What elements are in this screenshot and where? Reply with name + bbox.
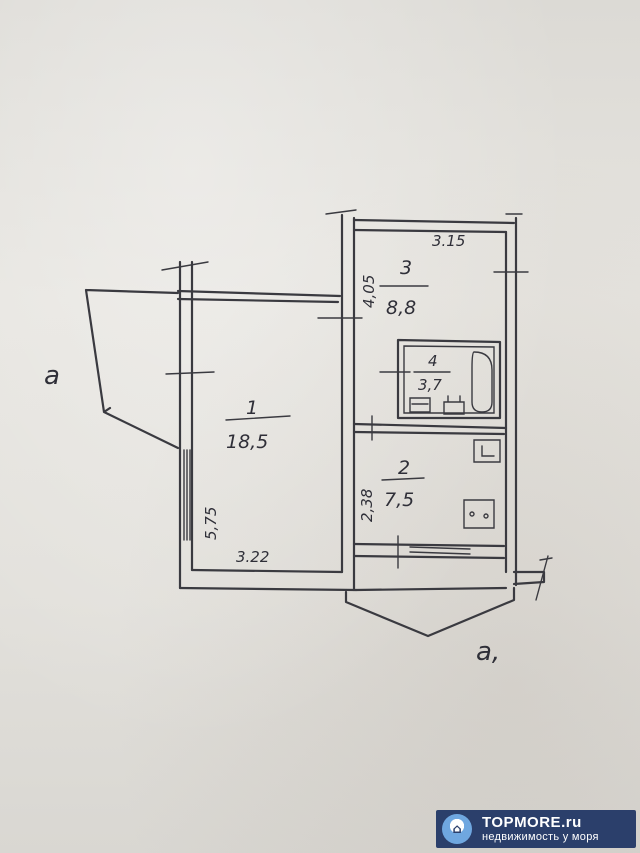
room2-number: 2: [398, 457, 410, 479]
dim-room3-width: 3.15: [432, 232, 465, 250]
tick-right: [379, 271, 529, 373]
stove-icon: [463, 499, 495, 529]
room3-number: 3: [400, 257, 412, 279]
room1-bottom-wall: [178, 568, 358, 592]
toilet-icon: [443, 395, 465, 415]
room3-top-wall: [352, 218, 516, 234]
right-stub-wall: [512, 570, 546, 586]
window-left: [183, 449, 191, 541]
room1-number: 1: [246, 397, 258, 419]
loggia-label: a,: [476, 637, 500, 667]
room1-fraction-line: [225, 415, 291, 421]
room2-fraction-line: [381, 477, 425, 481]
watermark-tagline: недвижимость у моря: [482, 831, 599, 844]
dim-room1-length: 5,75: [202, 507, 220, 540]
dim-room1-width: 3.22: [236, 548, 269, 566]
bathroom-inner: [403, 345, 495, 414]
dimension-labels: 3.22 5,75 3.15 4,05 2,38 a a,: [44, 232, 500, 667]
loggia-top-wall: [354, 586, 508, 592]
tick-left: [161, 261, 215, 375]
room1-left-wall: [178, 260, 194, 590]
right-wall: [504, 216, 518, 587]
partition-wall: [340, 213, 356, 592]
walls: [84, 213, 553, 638]
room1-top-wall: [176, 289, 342, 304]
window-kitchen: [409, 546, 471, 555]
dim-room2-length: 2,38: [358, 489, 376, 522]
room4-number: 4: [428, 352, 438, 370]
tick-mid: [317, 209, 363, 319]
fridge-icon: [473, 439, 501, 463]
room2-area: 7,5: [384, 489, 414, 511]
stove-burner-icon: [483, 513, 489, 519]
axis-ticks: [161, 209, 529, 569]
bathroom-outline: [396, 338, 502, 420]
kitchen-bottom-wall: [352, 542, 506, 560]
dim-room3-length: 4,05: [360, 275, 378, 308]
room3-area: 8,8: [386, 297, 416, 319]
balcony-label: a: [44, 361, 60, 391]
balcony-outline: [84, 288, 180, 450]
house-icon: ⌂: [442, 814, 472, 844]
room1-area: 18,5: [226, 431, 268, 453]
tick-kitchen: [371, 415, 399, 569]
bathtub-icon: [471, 351, 493, 413]
loggia-outline: [344, 586, 516, 638]
kitchen-top-wall: [352, 422, 508, 436]
sink-icon: [409, 397, 431, 413]
room-labels: 1 18,5 3 8,8 4 3,7 2 7,5: [225, 257, 451, 511]
stove-burner-icon: [469, 511, 475, 517]
room4-area: 3,7: [418, 376, 442, 394]
axis-mark: [535, 555, 553, 601]
watermark-banner: ⌂ TOPMORE.ru недвижимость у моря: [436, 810, 636, 848]
watermark-text: TOPMORE.ru недвижимость у моря: [482, 813, 599, 844]
watermark-brand: TOPMORE.ru: [482, 813, 582, 831]
